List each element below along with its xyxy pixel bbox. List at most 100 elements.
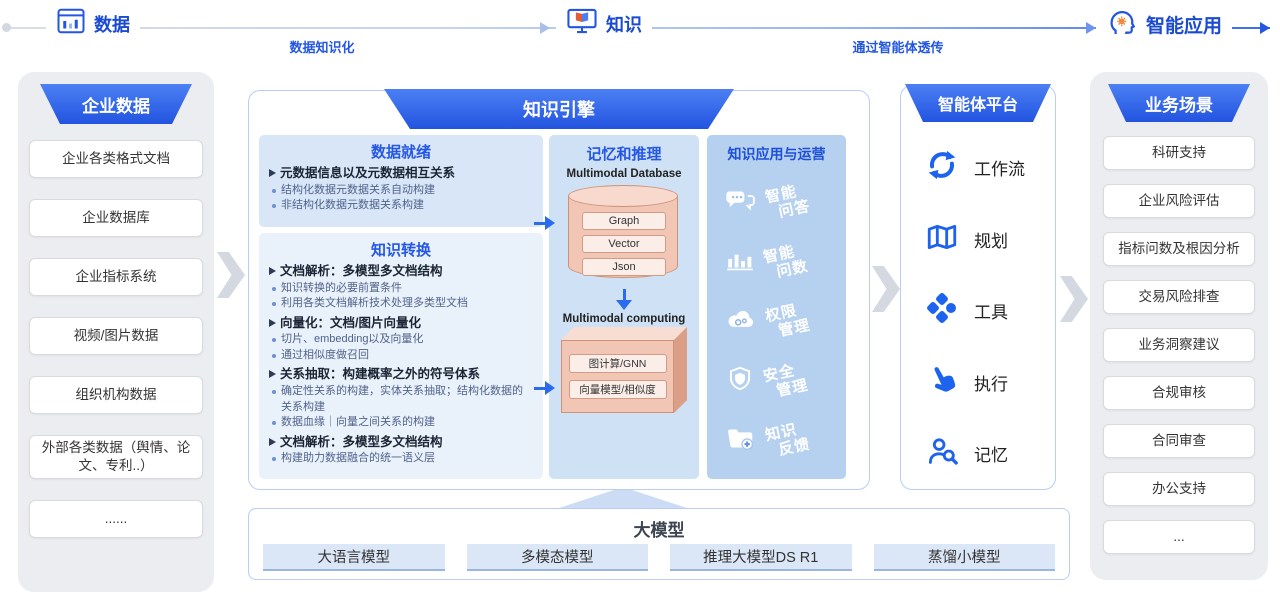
model-card: 推理大模型DS R1 <box>670 544 852 571</box>
bullet-line: 切片、embedding以及向量化 <box>269 332 533 348</box>
scenario-card: 指标问数及根因分析 <box>1103 232 1255 266</box>
flow-stage-smart-app: 智能应用 <box>1096 6 1233 43</box>
app-item-qa: 智能问答 <box>725 183 846 221</box>
business-scenarios-column: 业务场景 科研支持 企业风险评估 指标问数及根因分析 交易风险排查 业务洞察建议… <box>1090 72 1268 580</box>
database-item: Graph <box>582 212 666 230</box>
right-arrow-icon <box>217 252 245 298</box>
section-title: 知识转换 <box>370 242 431 259</box>
app-label: 知识反馈 <box>764 420 812 462</box>
knowledge-engine-box: 知识引擎 数据就绪 元数据信息以及元数据相互关系 结构化数据元数据关系自动构建 … <box>248 89 870 490</box>
point-line: 文档解析：多模型多文档结构 <box>269 434 533 452</box>
point-head: 关系抽取： <box>280 367 343 382</box>
flow-edge-label: 数据知识化 <box>289 40 355 55</box>
multimodal-database-cylinder: Graph Vector Json <box>568 185 680 287</box>
app-label: 安全管理 <box>762 361 810 403</box>
scenario-card: 科研支持 <box>1103 136 1255 170</box>
scenario-card: 企业风险评估 <box>1103 184 1255 218</box>
label-line2: 管理 <box>777 316 812 340</box>
folder-plus-icon <box>725 425 757 457</box>
right-arrow-icon <box>534 381 556 395</box>
box-side-face <box>674 327 687 413</box>
smart-app-icon <box>1106 6 1138 43</box>
bar-chart-icon <box>725 247 755 278</box>
down-arrow-icon <box>616 289 632 311</box>
agent-item-label: 记忆 <box>974 446 1008 465</box>
label-line2: 反馈 <box>777 435 812 460</box>
agent-item-label: 工具 <box>974 303 1008 322</box>
point-line: 关系抽取：构建概率之外的符号体系 <box>269 366 533 384</box>
box-front-face: 图计算/GNN 向量模型/相似度 <box>561 340 674 413</box>
computing-item: 图计算/GNN <box>568 354 667 373</box>
app-item-feedback: 知识反馈 <box>725 421 846 459</box>
knowledge-engine-title: 知识引擎 <box>523 100 595 120</box>
point-line: 向量化：文档/图片向量化 <box>269 315 533 333</box>
flow-edge-label: 通过智能体透传 <box>852 40 944 55</box>
agent-items: 工作流 规划 <box>925 148 1049 473</box>
point-head: 文档解析： <box>280 434 343 449</box>
business-scenarios-header: 业务场景 <box>1108 84 1250 122</box>
bullet-line: 数据血缘｜向量之间关系的构建 <box>269 415 533 431</box>
flow-start-dot <box>2 23 11 32</box>
chat-icon <box>725 187 757 219</box>
agent-item-planning: 规划 <box>925 220 1049 259</box>
panel-title: 知识应用与运营 <box>727 146 826 162</box>
flow-arrowhead-icon <box>1260 22 1270 34</box>
flow-arrowhead-icon <box>540 22 550 34</box>
agent-item-label: 规划 <box>974 231 1008 251</box>
enterprise-data-column: 企业数据 企业各类格式文档 企业数据库 企业指标系统 视频/图片数据 组织机构数… <box>18 72 214 592</box>
bullet-line: 通过相似度做召回 <box>269 348 533 364</box>
data-card: 企业各类格式文档 <box>29 140 203 178</box>
flow-stage-data: 数据 <box>46 6 140 41</box>
flow-stage-knowledge: 知识 <box>556 6 652 41</box>
data-icon <box>56 6 86 41</box>
model-card: 大语言模型 <box>263 544 445 571</box>
scenario-card: 合同审查 <box>1103 424 1255 458</box>
app-label: 权限管理 <box>764 301 812 343</box>
box-top-face <box>561 327 687 340</box>
map-icon <box>925 220 959 259</box>
knowledge-apps-panel: 知识应用与运营 智能问答 <box>707 135 846 479</box>
right-arrow-icon <box>1060 276 1088 322</box>
memory-reasoning-panel: 记忆和推理 Multimodal Database Graph Vector J… <box>549 135 699 479</box>
agent-item-workflow: 工作流 <box>925 148 1049 187</box>
data-card: 企业数据库 <box>29 199 203 237</box>
model-card: 蒸馏小模型 <box>873 544 1055 571</box>
database-item: Vector <box>582 235 666 253</box>
agent-item-execute: 执行 <box>925 363 1049 402</box>
up-arrow-icon <box>556 487 690 509</box>
bullet-line: 构建助力数据融合的统一语义层 <box>269 451 533 467</box>
bullet-line: 结构化数据元数据关系自动构建 <box>269 183 533 199</box>
point-tail: 多模型多文档结构 <box>342 434 443 449</box>
scenario-card: 交易风险排查 <box>1103 280 1255 314</box>
database-item: Json <box>582 258 666 276</box>
knowledge-icon <box>566 6 598 41</box>
computing-item: 向量模型/相似度 <box>568 380 667 399</box>
agent-platform-box: 智能体平台 工作流 <box>900 84 1056 490</box>
scenario-card: ... <box>1103 520 1255 554</box>
app-item-permission: 权限管理 <box>725 302 846 340</box>
point-head: 向量化： <box>280 315 331 330</box>
large-models-box: 大模型 大语言模型 多模态模型 推理大模型DS R1 蒸馏小模型 <box>248 508 1070 580</box>
apps-items: 智能问答 智能问数 <box>707 173 846 471</box>
knowledge-engine-header: 知识引擎 <box>384 89 734 129</box>
scenario-list: 科研支持 企业风险评估 指标问数及根因分析 交易风险排查 业务洞察建议 合规审核… <box>1103 136 1255 554</box>
model-list: 大语言模型 多模态模型 推理大模型DS R1 蒸馏小模型 <box>263 544 1055 571</box>
memory-search-icon <box>925 434 959 473</box>
cloud-gear-icon <box>725 306 757 338</box>
flow-stage-label: 数据 <box>94 14 130 35</box>
app-item-data-query: 智能问数 <box>725 243 846 280</box>
section-title: 数据就绪 <box>370 144 431 161</box>
app-label: 智能问答 <box>764 182 812 224</box>
enterprise-data-list: 企业各类格式文档 企业数据库 企业指标系统 视频/图片数据 组织机构数据 外部各… <box>29 140 203 539</box>
point-tail: 多模型多文档结构 <box>342 264 443 278</box>
execute-hand-icon <box>925 363 959 402</box>
agent-item-tools: 工具 <box>925 291 1049 330</box>
bullet-line: 非结构化数据元数据关系构建 <box>269 198 533 214</box>
point-line: 文档解析：多模型多文档结构 <box>269 263 533 281</box>
scenario-card: 办公支持 <box>1103 472 1255 506</box>
knowledge-convert-section: 知识转换 文档解析：多模型多文档结构 知识转换的必要前置条件 利用各类文档解析技… <box>259 233 543 479</box>
shield-icon <box>725 365 755 398</box>
data-card: 视频/图片数据 <box>29 317 203 355</box>
workflow-icon <box>925 148 959 187</box>
